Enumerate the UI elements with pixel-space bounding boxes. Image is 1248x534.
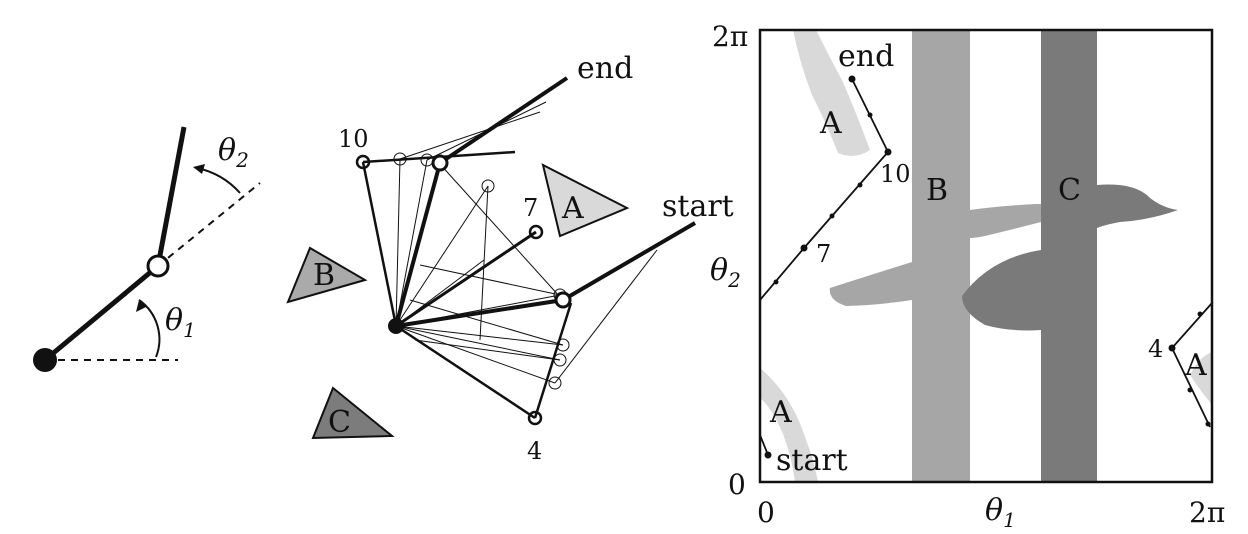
obstacle-a <box>541 163 630 238</box>
arm-config-7-link <box>395 230 537 328</box>
workspace-step-4-label: 4 <box>527 437 542 465</box>
arm-end-joint <box>431 154 449 172</box>
arm-end-link-2 <box>438 76 569 165</box>
obstacle-c <box>311 386 395 440</box>
cspace-frame <box>758 28 1214 484</box>
cspace-waypoint-4 <box>1168 344 1176 352</box>
cspace-path-waypoints <box>764 75 1211 459</box>
arm-end-link-1 <box>394 162 442 327</box>
cspace-end-label: end <box>838 39 894 74</box>
cspace-region-a-label-bottom: A <box>769 395 792 430</box>
cspace-region-a-label-top: A <box>819 106 842 141</box>
cspace-y-max-label: 2π <box>712 20 748 53</box>
highlighted-arm-configurations <box>355 76 697 426</box>
arm-start-joint <box>554 291 572 309</box>
intermediate-arm-configurations <box>393 101 658 390</box>
workspace-step-7-label: 7 <box>523 194 538 222</box>
workspace-step-10-label: 10 <box>338 125 369 153</box>
arm-config-10-link-1 <box>361 161 398 327</box>
cspace-y-min-label: 0 <box>728 468 746 501</box>
cspace-step-7-label: 7 <box>816 240 831 268</box>
obstacle-a-label: A <box>561 191 584 226</box>
obstacle-c-label: C <box>328 405 351 440</box>
cspace-x-max-label: 2π <box>1189 496 1225 529</box>
cspace-region-a-label-right: A <box>1184 348 1207 383</box>
theta1-label: θ1 <box>165 303 196 342</box>
arm-config-10-joint <box>355 154 371 170</box>
cspace-x-axis-label: θ1 <box>985 493 1016 532</box>
cspace-waypoint-7 <box>800 244 808 252</box>
arm-elbow-joint <box>146 254 170 278</box>
cspace-step-10-label: 10 <box>880 160 911 188</box>
cspace-end-point <box>848 75 856 83</box>
arm-config-4-joint <box>527 410 543 426</box>
arm-start-link-1 <box>395 298 564 328</box>
obstacle-b-label: B <box>313 258 335 293</box>
configuration-space: A A A B C end start 10 7 4 2π 0 0 2π θ2 … <box>710 20 1225 532</box>
cspace-step-4-label: 4 <box>1148 335 1163 363</box>
workspace-diagram: A B C <box>286 51 734 465</box>
cspace-region-c-label: C <box>1058 173 1081 208</box>
theta2-label: θ2 <box>218 133 249 172</box>
theta1-arc <box>138 299 161 358</box>
arm-config-4-link-2 <box>533 302 573 419</box>
theta2-arc <box>196 167 241 194</box>
arm-link-2 <box>155 126 187 267</box>
arm-config-7-joint <box>528 224 544 240</box>
cspace-waypoint-10 <box>884 148 892 156</box>
obstacle-b <box>286 246 368 304</box>
cspace-x-min-label: 0 <box>757 496 775 529</box>
cspace-region-b-label: B <box>926 173 948 208</box>
arm-base-joint <box>33 348 57 372</box>
theta1-arrowhead <box>136 300 146 312</box>
workspace-end-label: end <box>577 51 633 86</box>
arm-diagram: θ1 θ2 <box>33 126 261 372</box>
arm-start-link-2 <box>561 221 697 302</box>
cspace-region-c <box>962 30 1178 482</box>
cspace-region-b <box>829 30 1041 482</box>
cspace-y-axis-label: θ2 <box>710 253 741 292</box>
theta2-arrowhead <box>193 164 205 174</box>
workspace-start-label: start <box>662 189 734 224</box>
cspace-start-point <box>764 451 772 459</box>
cspace-start-label: start <box>776 443 848 478</box>
workspace-base-joint <box>388 318 404 334</box>
arm-config-4-link-1 <box>395 324 536 420</box>
theta2-reference-line <box>157 182 261 267</box>
arm-link-1 <box>43 264 160 362</box>
cspace-region-a <box>760 30 1212 482</box>
